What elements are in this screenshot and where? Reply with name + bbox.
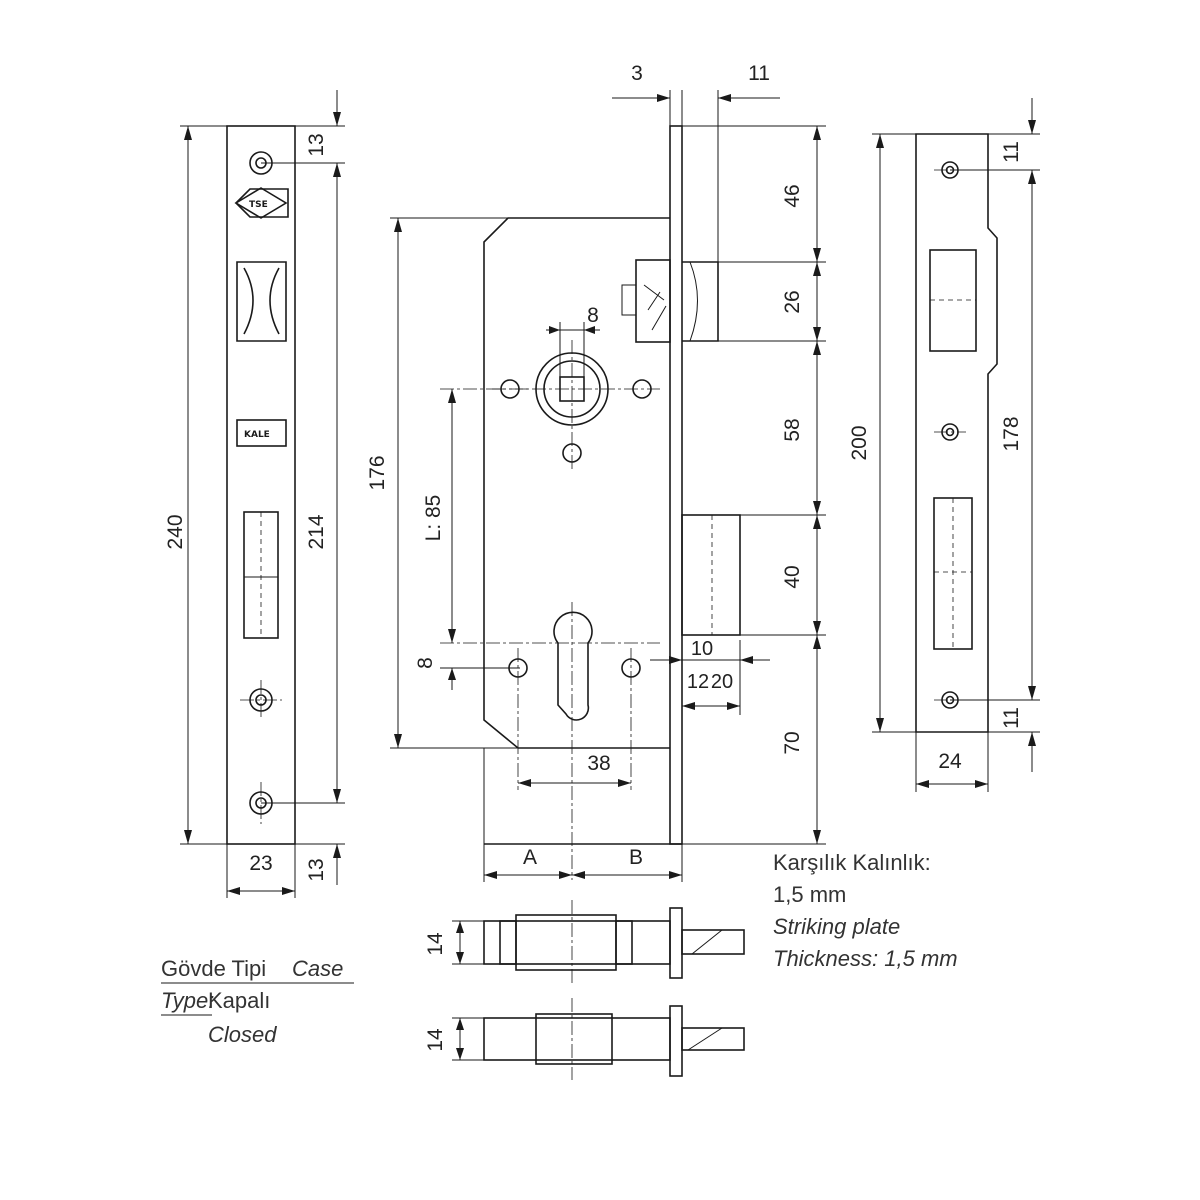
note-case-tr: Gövde Tipi xyxy=(161,956,266,981)
striking-plate-view: 200 178 11 11 xyxy=(848,98,1040,792)
dim-bolt-throw: 10 12 20 xyxy=(650,638,770,715)
svg-text:20: 20 xyxy=(711,671,733,693)
svg-text:KALE: KALE xyxy=(244,430,270,440)
latch-bolt xyxy=(621,259,719,343)
dim-body-segments: 46 26 58 40 70 xyxy=(682,125,826,845)
front-plate-outline xyxy=(226,125,296,845)
spindle-follower xyxy=(440,340,660,470)
svg-text:240: 240 xyxy=(164,514,187,549)
striking-screw-middle xyxy=(934,423,966,441)
dim-striking-width: 24 xyxy=(915,732,989,792)
svg-text:L: 85: L: 85 xyxy=(422,495,445,542)
svg-text:11: 11 xyxy=(748,62,770,85)
dim-striking-hole-spacing: 178 xyxy=(950,169,1040,701)
dim-backset: A B xyxy=(483,844,683,882)
dim-striking-top-offset: 11 xyxy=(988,98,1040,163)
lock-body-view: 3 11 46 26 58 40 70 xyxy=(366,62,826,882)
svg-text:178: 178 xyxy=(1000,416,1023,451)
svg-text:14: 14 xyxy=(424,1028,447,1052)
lock-case-outline xyxy=(483,217,670,749)
svg-text:46: 46 xyxy=(781,184,804,207)
svg-text:13: 13 xyxy=(305,133,328,156)
striking-thickness-note: Karşılık Kalınlık: 1,5 mm Striking plate… xyxy=(773,850,958,971)
case-type-note: Gövde Tipi Case Type: Kapalı Closed xyxy=(161,956,354,1047)
note-case-en-b: Type: xyxy=(161,988,214,1013)
front-plate-bolt-opening xyxy=(243,511,279,639)
side-view-top: 14 xyxy=(424,900,745,985)
dim-front-hole-spacing: 214 xyxy=(261,162,345,804)
svg-text:8: 8 xyxy=(587,304,599,327)
svg-text:10: 10 xyxy=(691,638,713,660)
svg-text:176: 176 xyxy=(366,455,389,490)
svg-text:70: 70 xyxy=(781,731,804,754)
dim-body-height: 176 xyxy=(366,217,518,749)
svg-text:8: 8 xyxy=(414,657,437,669)
svg-text:24: 24 xyxy=(938,750,962,773)
dim-center-distance: L: 85 xyxy=(422,389,456,643)
svg-text:58: 58 xyxy=(781,418,804,441)
tse-logo: TSE xyxy=(234,187,289,219)
svg-text:TSE: TSE xyxy=(249,200,268,210)
svg-text:40: 40 xyxy=(781,565,804,588)
svg-text:23: 23 xyxy=(249,852,272,875)
svg-text:11: 11 xyxy=(1000,707,1023,729)
dim-screw-spacing: 38 xyxy=(518,752,631,787)
front-plate-view: TSE KALE xyxy=(164,90,345,898)
striking-plate-outline xyxy=(915,133,998,733)
dim-striking-height: 200 xyxy=(848,133,916,733)
svg-text:11: 11 xyxy=(1000,141,1023,163)
dim-spindle: 8 xyxy=(546,304,600,377)
striking-latch-opening xyxy=(929,249,977,352)
dim-cylinder-offset: 8 xyxy=(414,630,520,690)
note-thickness-en-1: Striking plate xyxy=(773,914,900,939)
svg-text:12: 12 xyxy=(687,671,709,693)
kale-logo: KALE xyxy=(236,419,287,447)
front-plate-latch-opening xyxy=(236,261,287,342)
note-case-value-en: Closed xyxy=(208,1022,277,1047)
svg-text:13: 13 xyxy=(305,858,328,881)
side-view-bottom: 14 xyxy=(424,998,745,1080)
svg-text:B: B xyxy=(629,846,643,869)
forend-plate xyxy=(669,125,683,845)
dim-front-height: 240 xyxy=(164,125,227,845)
note-thickness-value: 1,5 mm xyxy=(773,882,846,907)
svg-text:3: 3 xyxy=(631,62,643,85)
svg-text:38: 38 xyxy=(587,752,610,775)
dim-front-bottom-offset: 13 xyxy=(295,843,345,885)
dim-forend-thickness: 3 11 xyxy=(612,62,780,262)
dead-bolt xyxy=(681,514,741,636)
note-case-en-a: Case xyxy=(292,956,343,981)
front-plate-screw-middle xyxy=(240,680,282,720)
dim-front-top-offset: 13 xyxy=(295,90,345,157)
svg-text:214: 214 xyxy=(305,514,328,549)
svg-text:A: A xyxy=(523,846,537,869)
note-case-value-tr: Kapalı xyxy=(208,988,270,1013)
cylinder-hole xyxy=(440,602,660,880)
svg-text:26: 26 xyxy=(781,290,804,313)
dim-front-width: 23 xyxy=(226,844,296,898)
dim-striking-bottom-offset: 11 xyxy=(988,707,1040,772)
note-thickness-tr: Karşılık Kalınlık: xyxy=(773,850,931,875)
svg-text:200: 200 xyxy=(848,425,871,460)
svg-text:14: 14 xyxy=(424,932,447,956)
note-thickness-en-2: Thickness: 1,5 mm xyxy=(773,946,958,971)
